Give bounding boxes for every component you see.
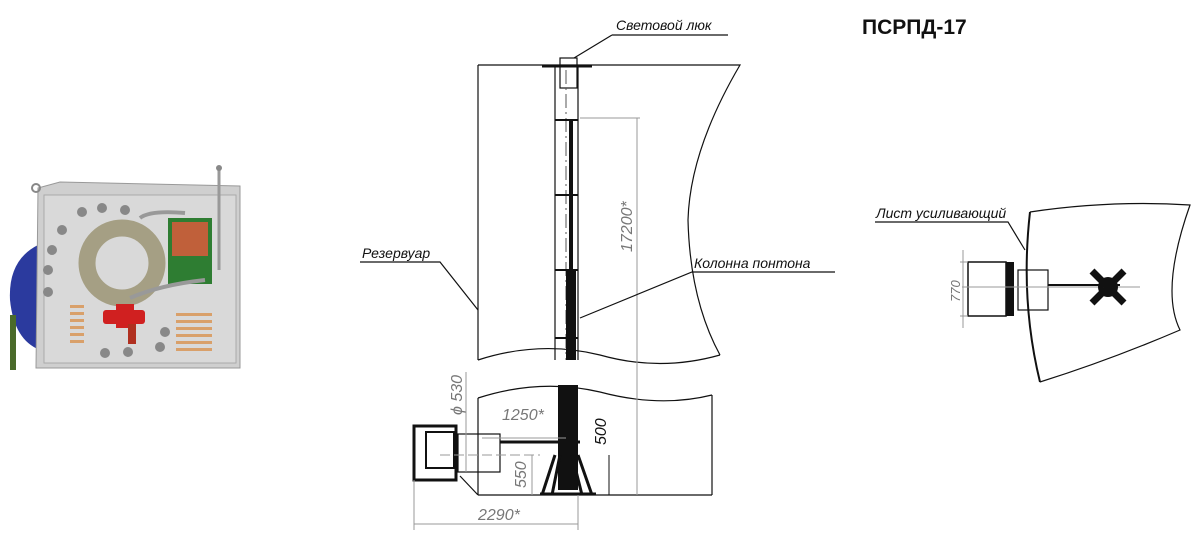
label-pontoon-column: Колонна понтона bbox=[694, 255, 811, 271]
side-post bbox=[10, 315, 16, 370]
orange-fins-left bbox=[70, 305, 84, 343]
dim-total-width: 2290* bbox=[477, 507, 521, 524]
plan-view bbox=[875, 202, 1191, 383]
dim-axis-height: 550 bbox=[513, 461, 530, 488]
blue-dome bbox=[9, 245, 40, 350]
dim-column-height: 500 bbox=[593, 418, 610, 445]
label-skylight: Световой люк bbox=[616, 17, 713, 33]
label-tank: Резервуар bbox=[362, 245, 430, 261]
orange-fins-right bbox=[176, 313, 212, 351]
drawing-title: ПСРПД-17 bbox=[862, 16, 967, 39]
dim-offset: 1250* bbox=[502, 407, 545, 424]
dim-plan-width: 770 bbox=[948, 280, 963, 302]
device-3d-render bbox=[9, 165, 241, 370]
flange-ring bbox=[78, 219, 166, 307]
tank-elevation bbox=[360, 34, 835, 530]
dim-diameter: ϕ 530 bbox=[449, 375, 466, 415]
dim-height: 17200* bbox=[619, 201, 636, 252]
label-reinforcing-sheet: Лист усиливающий bbox=[875, 205, 1006, 221]
